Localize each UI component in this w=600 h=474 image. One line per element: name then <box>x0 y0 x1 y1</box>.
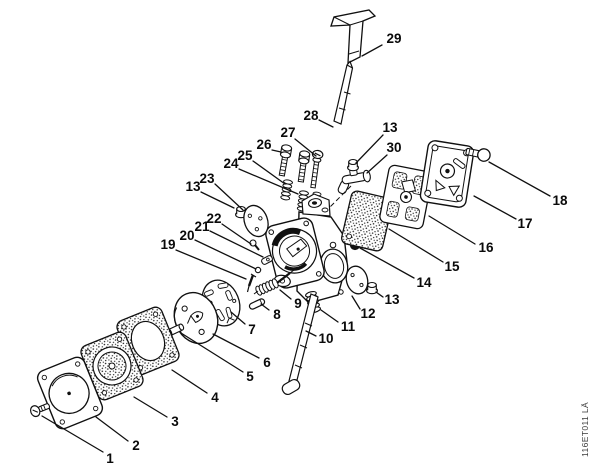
callout-label-22: 22 <box>206 211 221 226</box>
callout-leader-19 <box>175 249 247 280</box>
callout-label-15: 15 <box>444 259 460 274</box>
callout-label-14: 14 <box>416 275 432 290</box>
callout-label-21: 21 <box>194 219 210 234</box>
callout-label-4: 4 <box>211 390 219 405</box>
callout-leader-21 <box>209 230 264 258</box>
assembly-axis-line <box>323 185 352 214</box>
callout-label-16: 16 <box>478 240 494 255</box>
callout-leader-26 <box>271 149 282 153</box>
callout-leader-28 <box>318 119 334 128</box>
callout-leader-20 <box>194 239 257 270</box>
callout-leader-7 <box>230 311 246 325</box>
callout-label-2: 2 <box>132 438 140 453</box>
callout-leader-12 <box>351 295 361 310</box>
callout-label-19: 19 <box>160 237 175 252</box>
callout-leader-16 <box>428 215 476 245</box>
part-ring <box>254 266 262 274</box>
callout-leader-27 <box>294 138 317 157</box>
part-cover-plate-screw <box>29 403 51 418</box>
callout-label-10: 10 <box>318 331 333 346</box>
callout-leader-8 <box>260 303 270 311</box>
callout-leader-11 <box>320 309 339 323</box>
callout-leader-6 <box>212 333 260 359</box>
callout-leader-2 <box>95 416 129 442</box>
part-control-disc <box>243 204 269 238</box>
callout-leader-15 <box>388 228 444 263</box>
callout-label-23: 23 <box>199 171 215 186</box>
part-metering-lever <box>261 255 273 265</box>
drawing-number: 116ET011 LÄ <box>580 402 590 457</box>
part-pump-diaphragm <box>80 331 144 401</box>
callout-label-9: 9 <box>294 296 302 311</box>
callout-label-12: 12 <box>360 306 375 321</box>
callout-label-18: 18 <box>552 193 568 208</box>
part-carburetor-body <box>265 193 349 304</box>
part-cover-plate <box>36 356 104 430</box>
callout-leader-4 <box>171 369 208 394</box>
callout-label-25: 25 <box>237 148 253 163</box>
callouts: 1234567891011121314151617181920212213232… <box>41 31 568 466</box>
part-throttle-rod <box>281 293 319 396</box>
callout-leader-5 <box>180 332 244 373</box>
callout-leader-24 <box>238 168 299 195</box>
part-metering-diaphragm <box>379 164 433 230</box>
callout-leader-3 <box>133 396 168 418</box>
callout-label-13: 13 <box>384 292 400 307</box>
part-nut-top <box>347 158 359 172</box>
callout-label-13: 13 <box>185 179 201 194</box>
part-idle-screw <box>310 149 324 189</box>
callout-label-13: 13 <box>382 120 398 135</box>
callout-leader-29 <box>361 44 383 57</box>
callout-leader-13 <box>375 291 384 298</box>
callout-label-8: 8 <box>273 307 281 322</box>
part-throttle-shutter <box>345 265 369 295</box>
callout-leader-17 <box>473 195 517 220</box>
callout-leader-1 <box>41 415 104 453</box>
part-cover-screw <box>465 147 491 162</box>
callout-label-7: 7 <box>248 322 256 337</box>
callout-label-20: 20 <box>179 228 194 243</box>
callout-leader-13 <box>200 191 235 209</box>
callout-leader-23 <box>214 183 244 211</box>
callout-label-5: 5 <box>246 369 254 384</box>
callout-label-3: 3 <box>171 414 179 429</box>
part-lever-shaft <box>333 60 354 125</box>
callout-label-27: 27 <box>280 125 295 140</box>
callout-label-29: 29 <box>386 31 401 46</box>
part-choke-lever <box>330 9 377 65</box>
callout-leader-25 <box>252 160 286 185</box>
callout-leader-10 <box>305 330 317 337</box>
callout-leader-9 <box>279 289 292 300</box>
callout-label-26: 26 <box>256 137 272 152</box>
callout-label-24: 24 <box>223 156 239 171</box>
callout-leader-14 <box>359 247 415 279</box>
callout-label-6: 6 <box>263 355 271 370</box>
callout-label-28: 28 <box>303 108 319 123</box>
callout-label-17: 17 <box>517 216 532 231</box>
callout-label-1: 1 <box>106 451 114 466</box>
callout-leader-22 <box>221 223 252 245</box>
callout-leader-30 <box>366 154 388 174</box>
callout-label-11: 11 <box>341 319 356 334</box>
part-lever-pin <box>248 298 266 310</box>
part-inlet-needle <box>246 273 257 293</box>
callout-leader-18 <box>488 161 551 197</box>
callout-label-30: 30 <box>386 140 401 155</box>
callout-leader-13 <box>355 134 384 164</box>
part-needle-spring <box>253 269 295 296</box>
